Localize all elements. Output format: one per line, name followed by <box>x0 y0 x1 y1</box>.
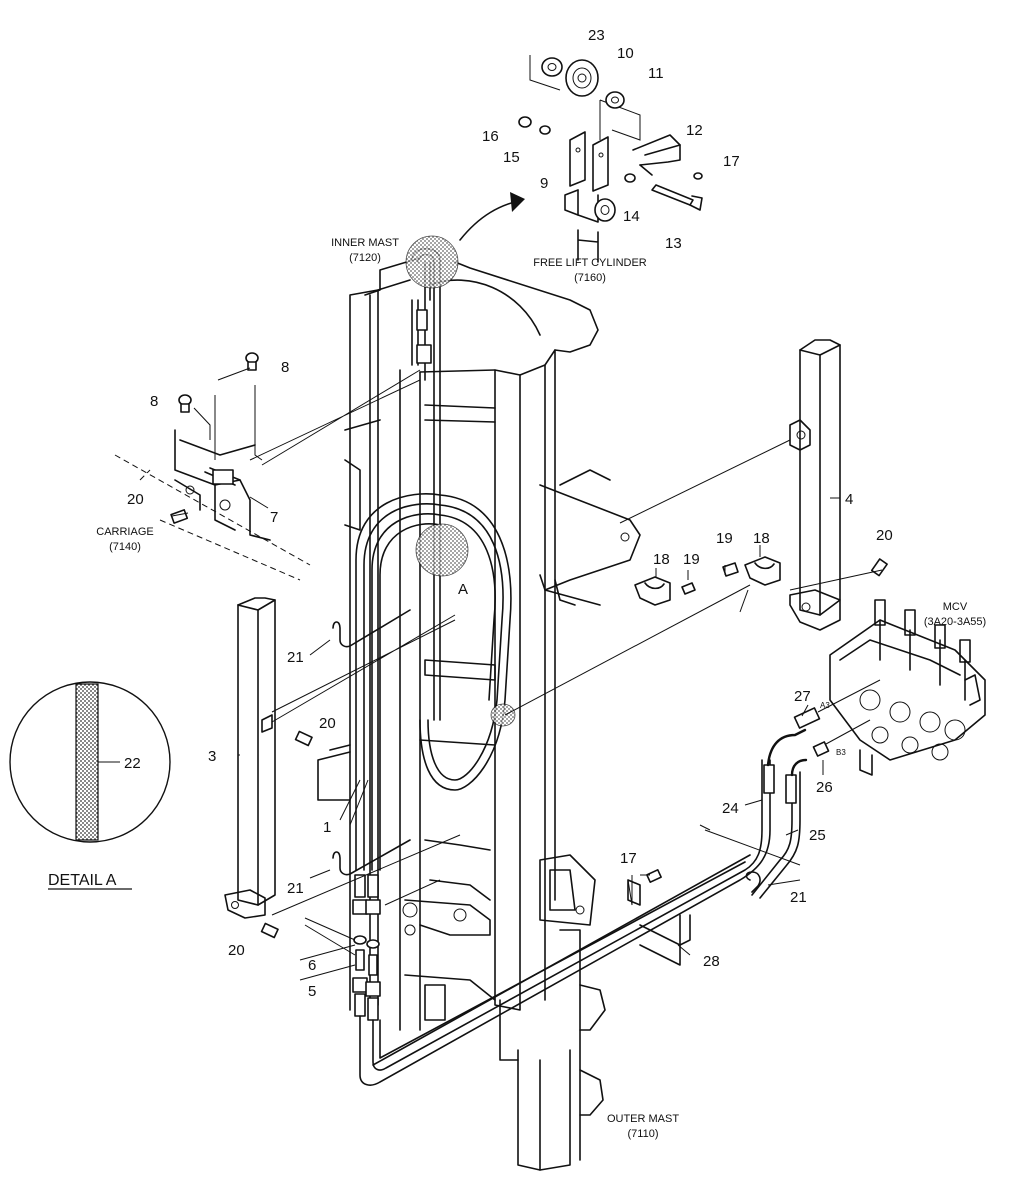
detail-spot-clamp <box>490 703 516 727</box>
callout-8a: 8 <box>281 359 289 376</box>
part-4-channel <box>789 339 841 631</box>
callout-28: 28 <box>703 953 720 970</box>
callout-5: 5 <box>308 983 316 1000</box>
detail-marker-a: A <box>458 581 468 598</box>
callout-18a: 18 <box>653 551 670 568</box>
callout-20b: 20 <box>319 715 336 732</box>
callout-9: 9 <box>540 175 548 192</box>
callout-17b: 17 <box>620 850 637 867</box>
callout-22: 22 <box>124 755 141 772</box>
carriage <box>114 419 641 606</box>
carriage-name: CARRIAGE <box>96 526 153 538</box>
callout-16: 16 <box>482 128 499 145</box>
mcv-name: MCV <box>943 601 968 613</box>
callout-23: 23 <box>588 27 605 44</box>
callout-20a: 20 <box>127 491 144 508</box>
callout-20c: 20 <box>228 942 245 959</box>
callout-27: 27 <box>794 688 811 705</box>
free-lift-cylinder-name: FREE LIFT CYLINDER <box>533 257 647 269</box>
outer-mast-code: (7110) <box>628 1128 659 1140</box>
callout-14: 14 <box>623 208 640 225</box>
callout-24: 24 <box>722 800 739 817</box>
callout-1: 1 <box>323 819 331 836</box>
mcv-code: (3A20-3A55) <box>924 616 986 628</box>
callout-12: 12 <box>686 122 703 139</box>
inner-mast <box>364 257 599 1031</box>
inner-mast-code: (7120) <box>349 252 381 264</box>
fittings-5-6 <box>352 874 381 1021</box>
carriage-code: (7140) <box>109 541 141 553</box>
mcv-valve <box>829 599 986 776</box>
callout-3: 3 <box>208 748 216 765</box>
port-fittings <box>793 679 881 757</box>
port-a3-label: A3 <box>820 701 830 710</box>
part-3-channel <box>224 597 276 919</box>
leader-lines <box>98 367 883 981</box>
callout-25: 25 <box>809 827 826 844</box>
free-lift-cylinder-code: (7160) <box>574 272 606 284</box>
callout-21b: 21 <box>287 880 304 897</box>
callout-7: 7 <box>270 509 278 526</box>
callout-15: 15 <box>503 149 520 166</box>
callout-21a: 21 <box>287 649 304 666</box>
callout-4: 4 <box>845 491 853 508</box>
sheave-assembly <box>459 55 703 263</box>
callout-18b: 18 <box>753 530 770 547</box>
part-28-bracket <box>627 879 691 966</box>
callouts: 1 3 4 5 6 7 8 8 9 10 11 12 13 14 15 16 1… <box>124 27 893 1000</box>
port-b3-label: B3 <box>836 748 846 757</box>
callout-10: 10 <box>617 45 634 62</box>
detail-a-title: DETAIL A <box>48 872 117 889</box>
callout-19b: 19 <box>716 530 733 547</box>
detail-spot-inner-mast <box>405 235 459 289</box>
callout-17a: 17 <box>723 153 740 170</box>
hardware <box>170 164 888 939</box>
callout-21c: 21 <box>790 889 807 906</box>
callout-19a: 19 <box>683 551 700 568</box>
inner-mast-name: INNER MAST <box>331 237 399 249</box>
hoses-24-25 <box>359 728 808 1086</box>
callout-20d: 20 <box>876 527 893 544</box>
callout-26: 26 <box>816 779 833 796</box>
callout-11: 11 <box>648 65 664 82</box>
detail-a-circle <box>9 681 171 843</box>
detail-spot-a <box>415 523 469 577</box>
callout-13: 13 <box>665 235 682 252</box>
callout-8b: 8 <box>150 393 158 410</box>
callout-6: 6 <box>308 957 316 974</box>
outer-mast-name: OUTER MAST <box>607 1113 679 1125</box>
